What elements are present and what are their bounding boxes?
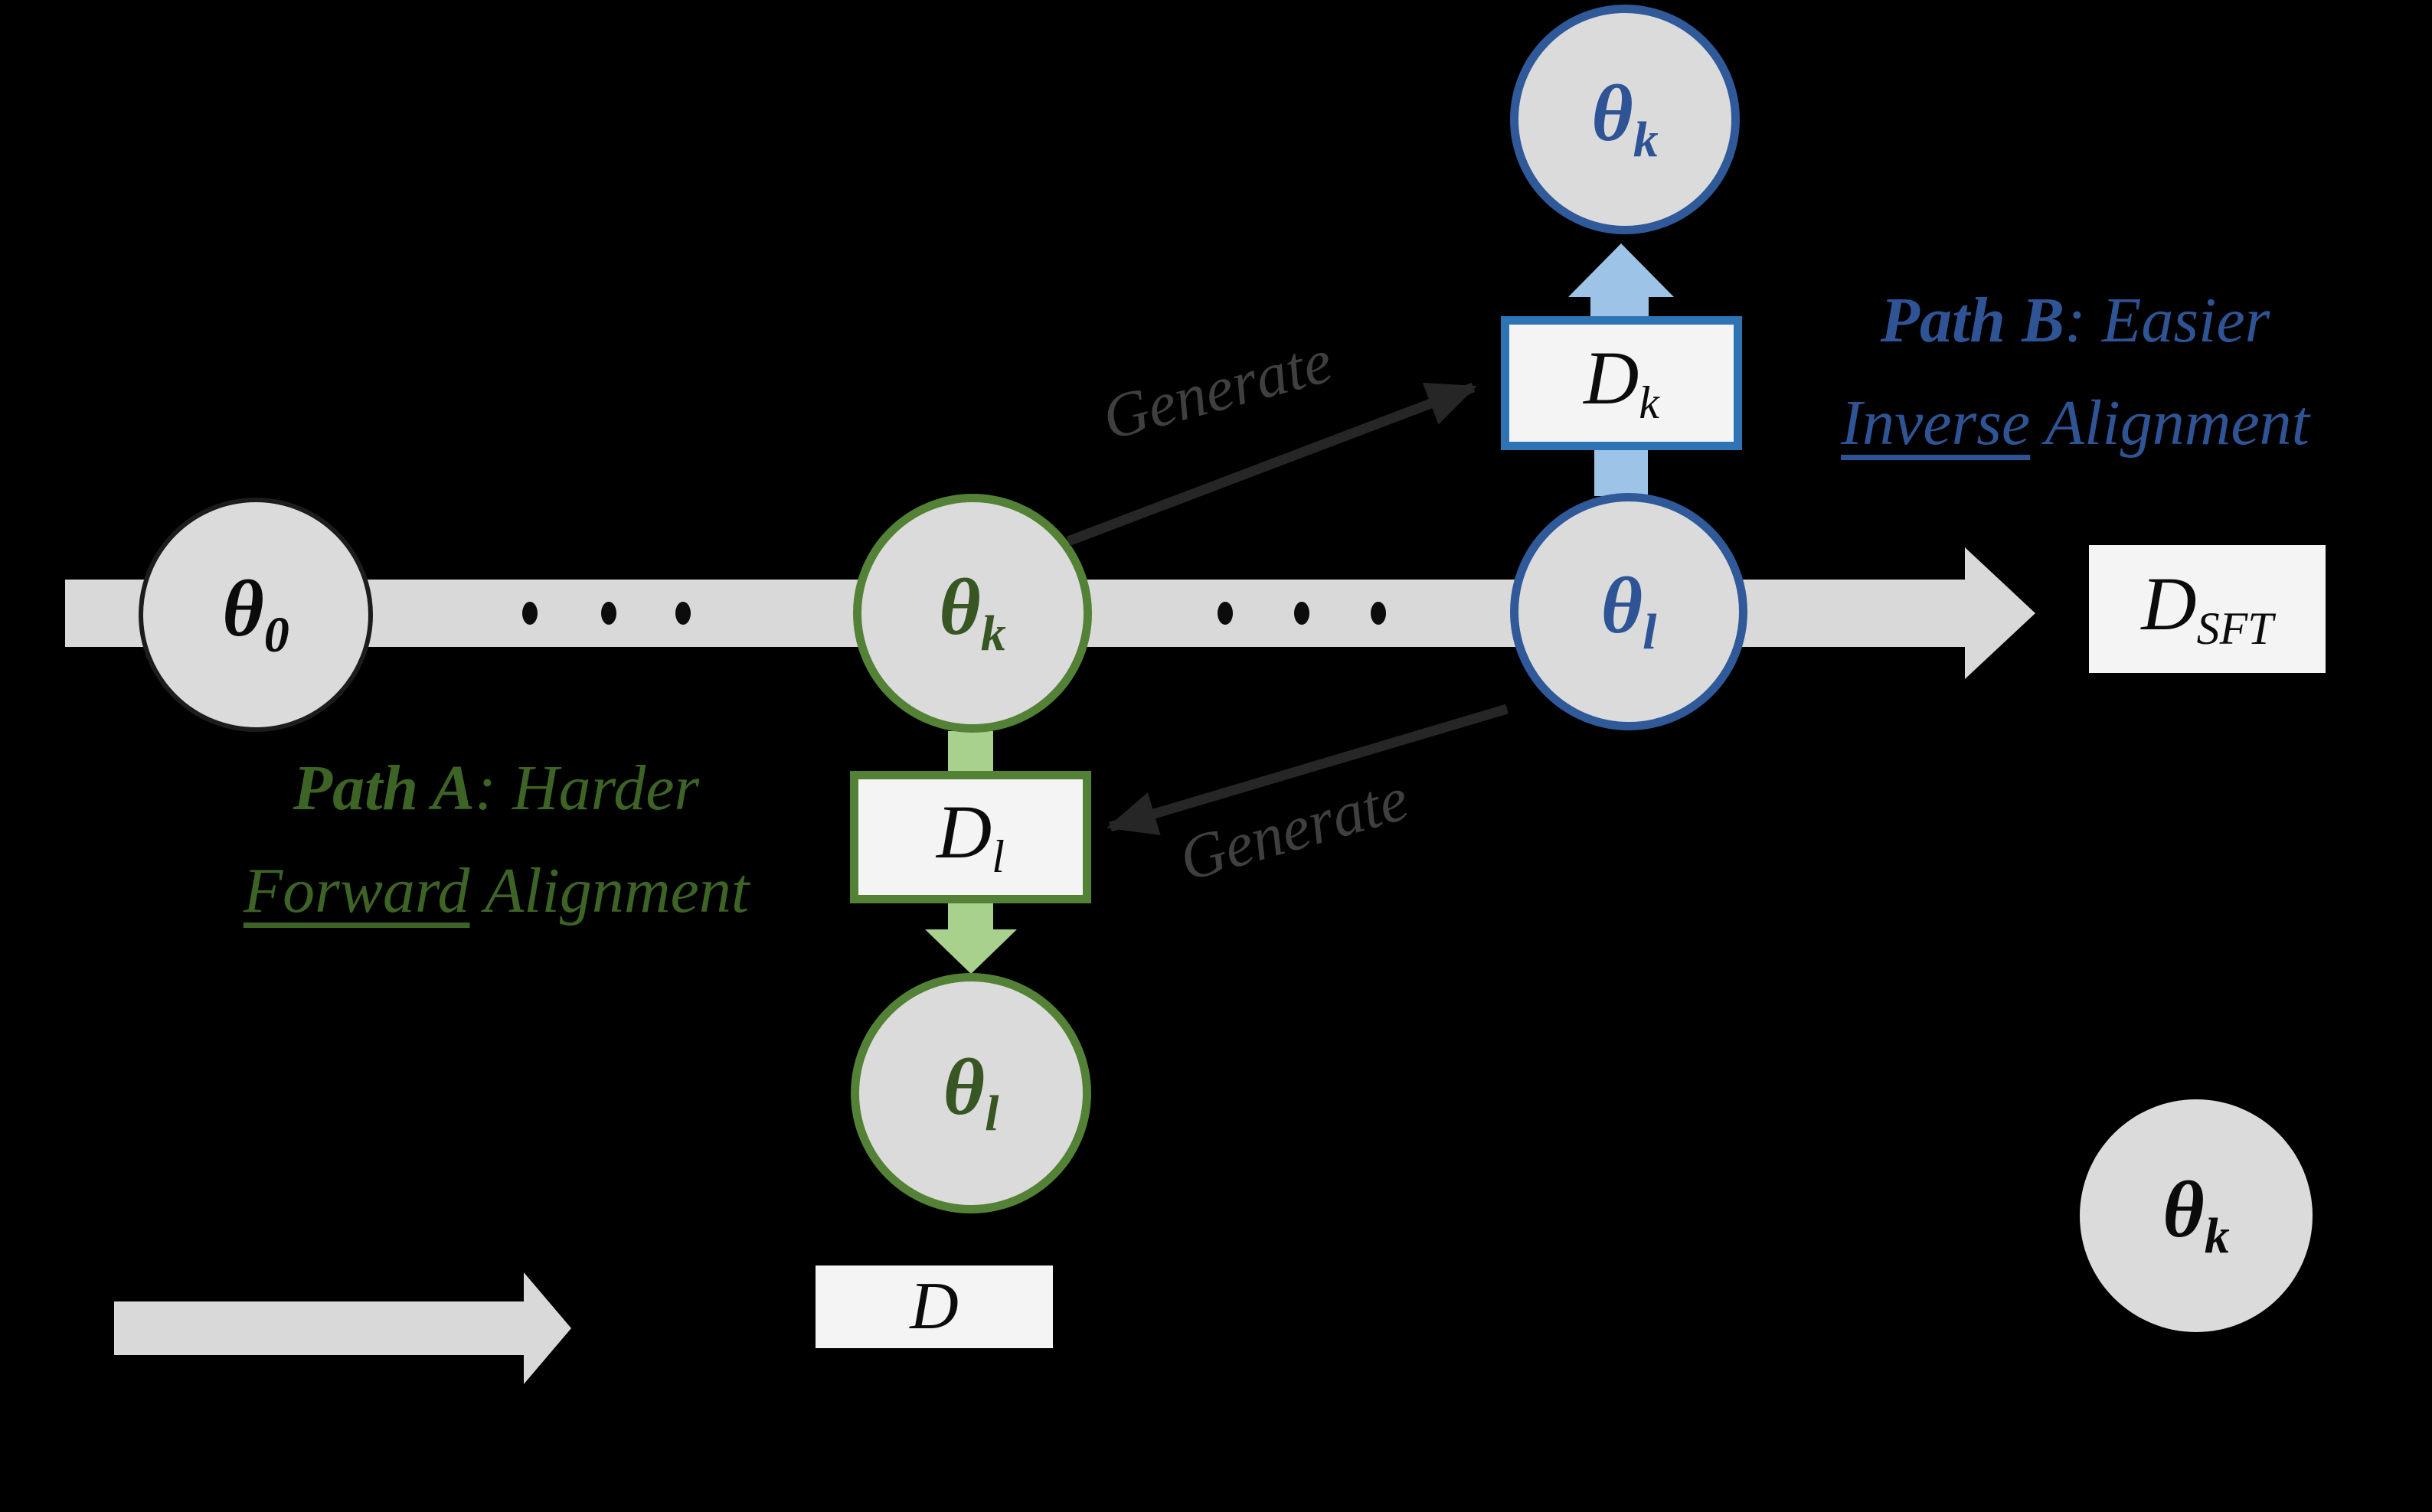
ellipsis-dot: [1294, 602, 1309, 625]
ellipsis-dot: [522, 602, 538, 625]
blue-up-arrow-shaft: [1590, 295, 1649, 318]
node-label: θl: [1600, 560, 1657, 661]
node-theta-0: θ0: [139, 498, 373, 732]
dl-label: Dl: [937, 789, 1005, 883]
blue-up-arrow-stub: [1594, 449, 1648, 496]
node-label: θ0: [222, 563, 289, 664]
green-down-arrow-stub: [948, 731, 993, 772]
ellipsis-dot: [675, 602, 691, 625]
node-theta-k-aligned-blue: θk: [1510, 5, 1740, 234]
generate-arrow-top-icon: [1066, 382, 1477, 547]
ellipsis-dot: [1218, 602, 1233, 625]
generate-arrow-bottom-icon: [1106, 704, 1509, 835]
node-label: θl: [943, 1042, 999, 1142]
ellipsis-dot: [1371, 602, 1386, 625]
dsft-label: DSFT: [2141, 561, 2273, 655]
dk-label: Dk: [1584, 335, 1659, 429]
node-label: θk: [1591, 68, 1659, 168]
dk-box: Dk: [1501, 316, 1742, 450]
dl-box: Dl: [850, 771, 1091, 903]
path-b-title: Path B: [1880, 285, 2065, 356]
node-theta-l-aligned-green: θl: [851, 973, 1091, 1213]
path-b-caption: Path B: Easier Inverse Alignment: [1841, 285, 2309, 459]
legend-model-circle: θk: [2080, 1099, 2313, 1332]
path-a-title: Path A: [293, 753, 476, 824]
path-a-caption: Path A: Harder Forward Alignment: [243, 753, 750, 926]
legend-dataset-box: D: [816, 1265, 1053, 1348]
green-down-arrow-shaft: [948, 902, 993, 931]
node-theta-k-timeline: θk: [853, 494, 1092, 733]
ellipsis-dot: [601, 602, 616, 625]
node-label: θk: [939, 562, 1006, 662]
legend-model-label: θk: [2162, 1164, 2230, 1265]
legend-arrowhead-icon: [524, 1272, 571, 1384]
green-down-arrowhead-icon: [925, 929, 1017, 974]
node-theta-l-timeline: θl: [1510, 493, 1747, 730]
dsft-box: DSFT: [2089, 545, 2326, 673]
blue-up-arrowhead-icon: [1568, 243, 1674, 297]
legend-dataset-label: D: [910, 1269, 959, 1344]
timeline-arrowhead-icon: [1965, 547, 2035, 679]
legend-arrow-shaft: [114, 1301, 524, 1355]
